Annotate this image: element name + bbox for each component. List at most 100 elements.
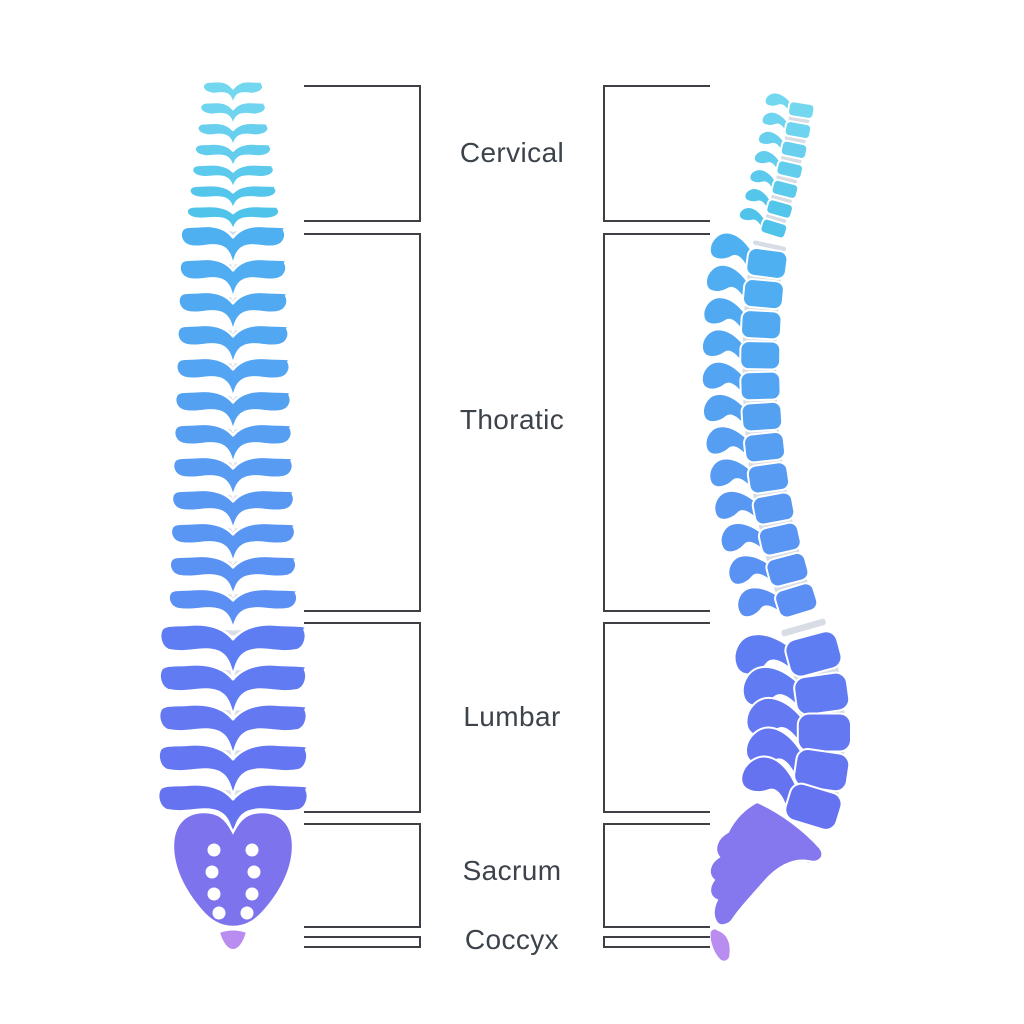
front-disc (211, 183, 255, 194)
vertebral-body (775, 159, 805, 180)
front-disc (216, 100, 250, 110)
spinous-process (737, 206, 767, 232)
front-vertebrae (156, 79, 310, 838)
front-disc (207, 256, 259, 271)
side-disc (786, 114, 811, 126)
front-disc (205, 388, 261, 403)
side-vertebra (760, 110, 813, 140)
spinous-process (745, 726, 803, 783)
front-disc (214, 141, 252, 152)
front-vertebra (167, 587, 299, 631)
front-vertebra (190, 163, 276, 191)
side-disc (751, 486, 789, 501)
bracket-left-sacrum (304, 823, 421, 928)
front-vertebra (168, 554, 298, 598)
side-disc (764, 546, 801, 563)
front-vertebra (157, 703, 309, 758)
side-vertebra (748, 168, 800, 200)
side-disc (779, 617, 828, 638)
bracket-left-cervical (304, 85, 421, 222)
front-vertebra (173, 389, 293, 433)
side-disc (741, 395, 779, 407)
vertebral-body (757, 521, 802, 557)
spinous-process (708, 457, 755, 492)
front-disc (204, 421, 262, 436)
side-sacrum (708, 800, 824, 927)
front-vertebra (171, 455, 295, 499)
label-coccyx: Coccyx (464, 924, 560, 955)
side-vertebra (740, 755, 843, 831)
front-disc (197, 701, 269, 718)
side-vertebra (708, 231, 789, 280)
side-vertebra (756, 129, 809, 160)
front-disc (197, 741, 269, 758)
bracket-left-thoratic (304, 233, 421, 612)
front-disc (210, 204, 256, 214)
label-cervical: Cervical (459, 137, 565, 168)
front-discs (197, 100, 269, 829)
side-disc (764, 212, 788, 225)
label-thoratic: Thoratic (459, 404, 565, 435)
side-disc (751, 238, 788, 253)
side-vertebra (727, 551, 810, 588)
spinous-process (760, 110, 790, 135)
label-sacrum: Sacrum (462, 855, 562, 886)
front-vertebra (201, 79, 266, 108)
vertebral-body (783, 120, 813, 140)
spinous-process (745, 697, 804, 748)
side-vertebra (737, 206, 789, 240)
front-vertebra (177, 290, 290, 334)
side-vertebra (745, 726, 851, 793)
sacral-foramen (212, 906, 226, 920)
sacral-foramen (247, 865, 261, 879)
front-disc (207, 223, 259, 238)
front-vertebra (179, 224, 287, 268)
spinous-process (763, 91, 793, 116)
vertebral-body (745, 246, 789, 280)
spinous-process (741, 665, 804, 712)
vertebral-body (784, 630, 843, 678)
side-vertebra (713, 489, 796, 526)
side-vertebra (736, 582, 819, 619)
side-vertebra (763, 91, 816, 120)
bracket-right-coccyx (603, 936, 710, 948)
vertebral-body (787, 100, 816, 120)
front-disc (215, 121, 251, 131)
side-disc (742, 303, 780, 316)
spinous-process (713, 489, 761, 523)
side-vertebra (745, 697, 852, 753)
side-vertebra (702, 393, 784, 433)
spinous-process (733, 633, 798, 676)
front-disc (199, 812, 267, 829)
side-vertebra (743, 187, 794, 220)
sacrum-front-shape (171, 810, 295, 929)
front-vertebra (188, 183, 279, 212)
front-vertebra (178, 257, 288, 301)
bracket-left-coccyx (304, 936, 421, 948)
side-vertebra (708, 457, 791, 495)
front-coccyx (217, 928, 249, 952)
front-disc (198, 621, 268, 638)
side-vertebra (704, 263, 785, 311)
front-vertebra (196, 121, 271, 149)
side-vertebra (704, 425, 787, 464)
side-disc (743, 425, 781, 439)
side-disc (769, 193, 794, 205)
side-vertebra (741, 665, 851, 716)
front-disc (197, 781, 269, 798)
side-discs (740, 114, 846, 865)
front-disc (203, 520, 263, 535)
sacral-foramen (207, 887, 221, 901)
side-vertebra (719, 521, 802, 557)
front-vertebra (158, 663, 308, 718)
bracket-right-thoratic (603, 233, 710, 612)
front-disc (206, 322, 260, 337)
side-vertebra (700, 360, 782, 402)
spinous-process (740, 755, 798, 816)
vertebral-body (740, 309, 783, 341)
front-vertebra (156, 783, 310, 838)
sacral-foramen (245, 887, 259, 901)
sacral-foramen (240, 906, 254, 920)
side-disc (797, 706, 846, 721)
